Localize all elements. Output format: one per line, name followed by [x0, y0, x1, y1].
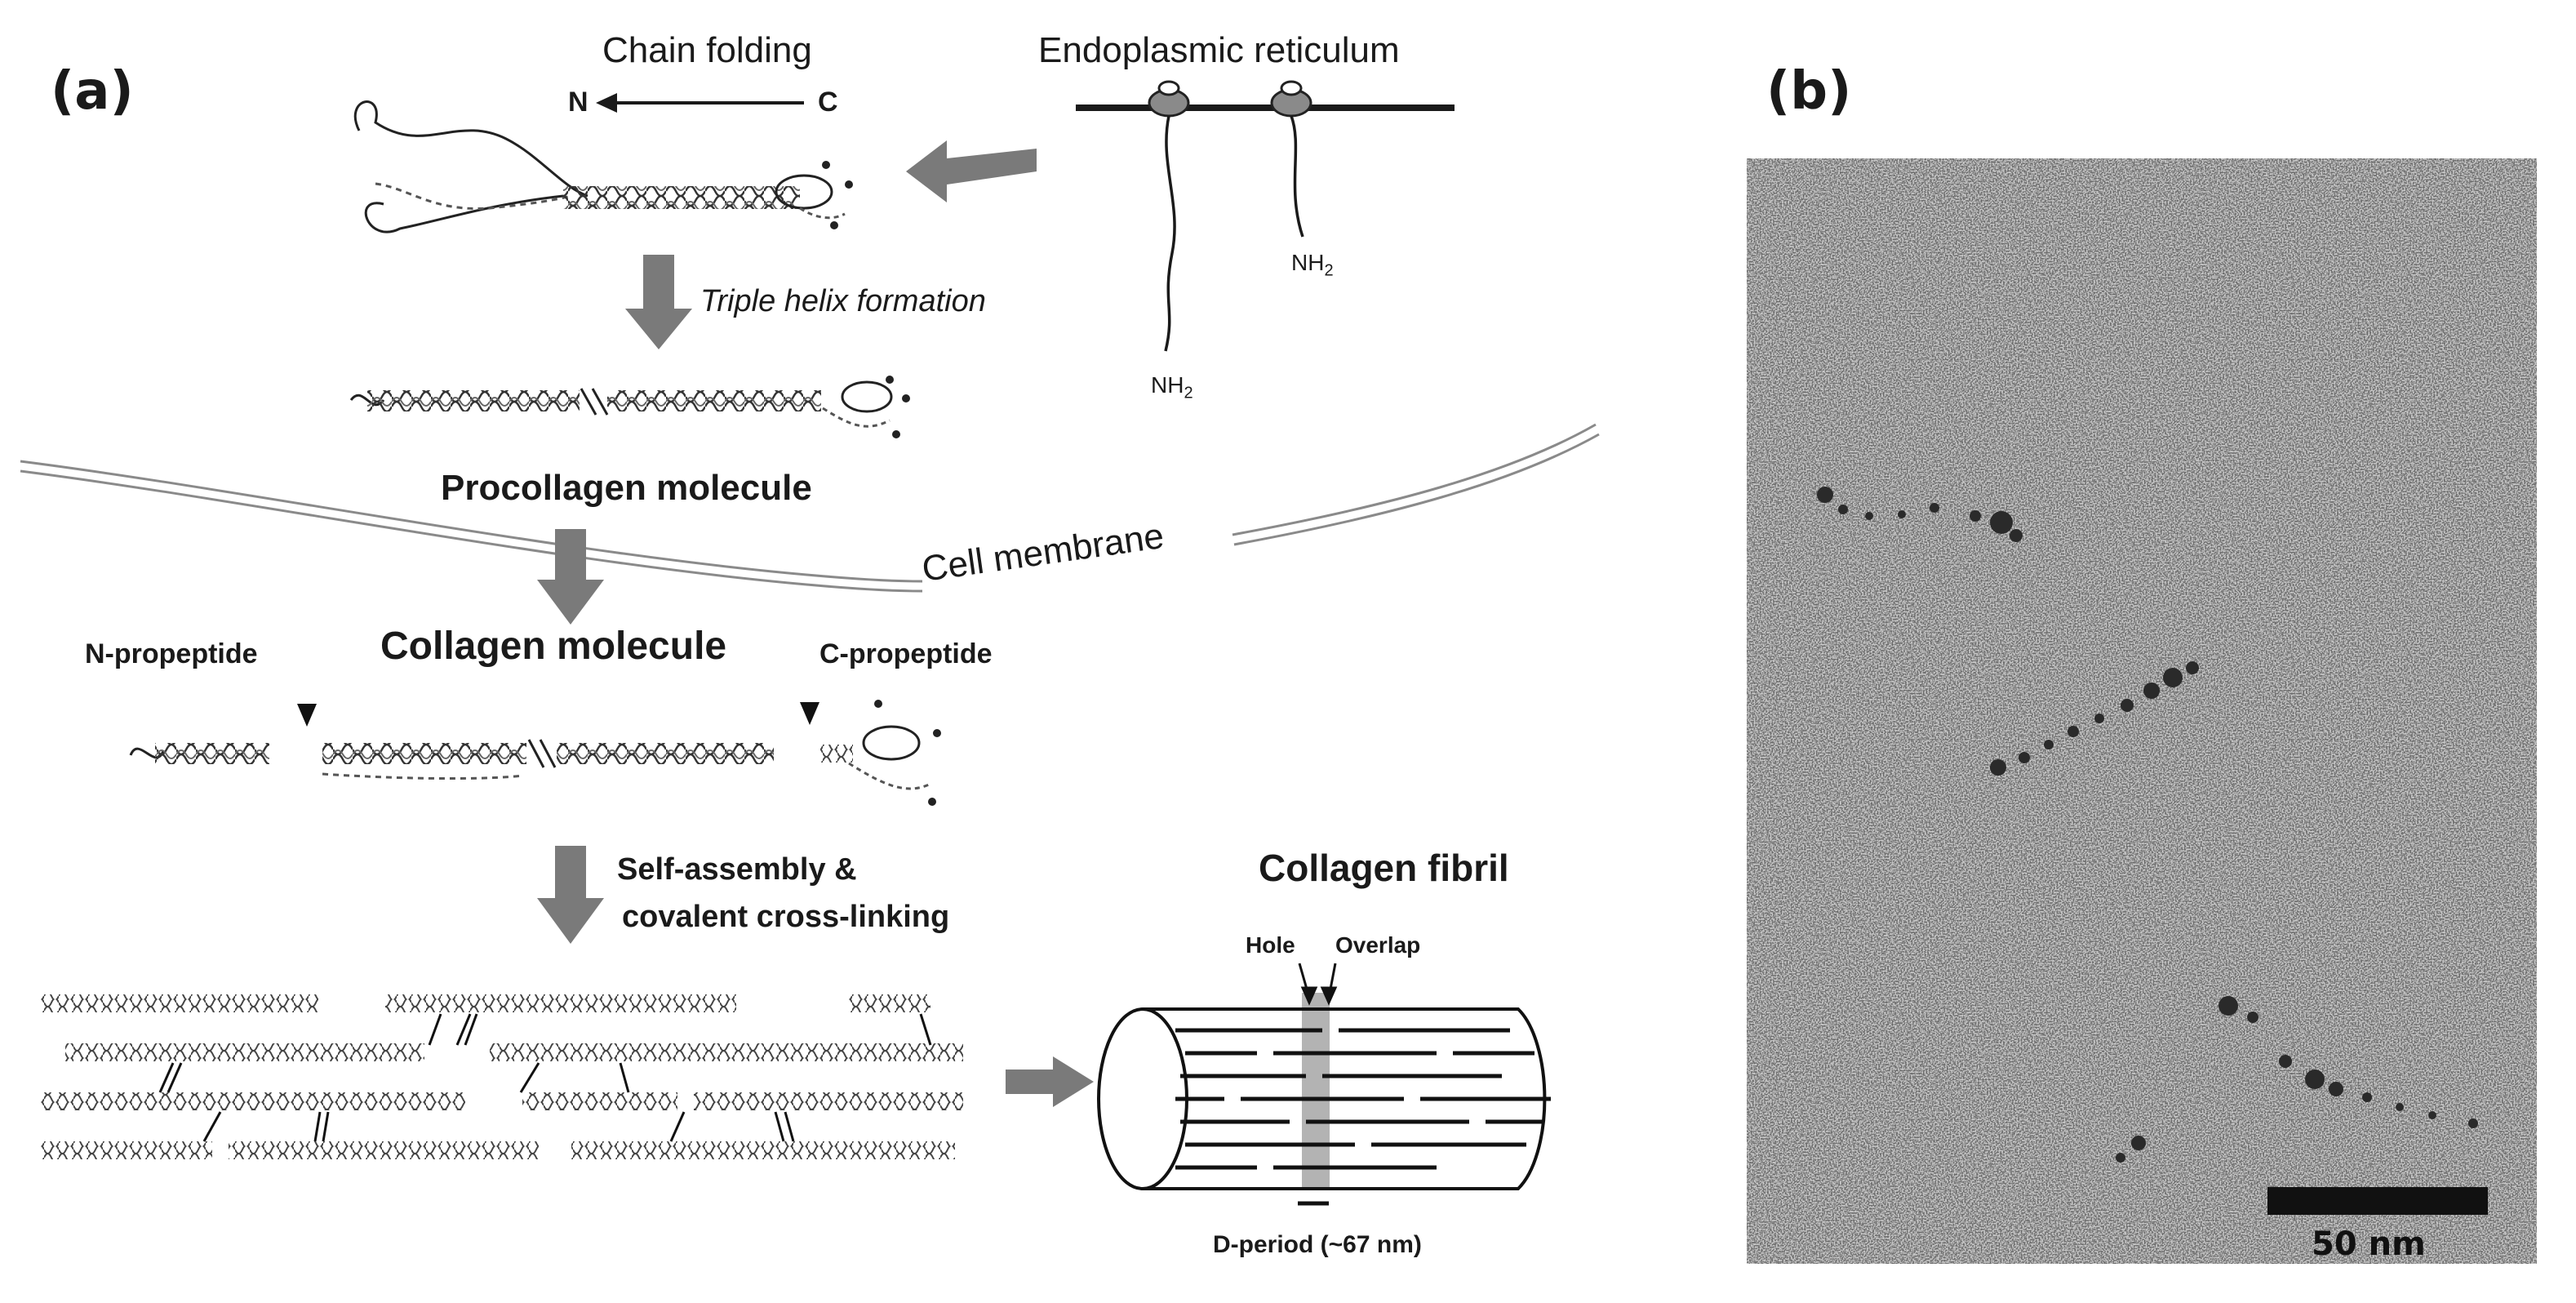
self-assembly-label-line1: Self-assembly &	[617, 852, 857, 887]
scale-bar	[2267, 1187, 2488, 1215]
chain-folding-label: Chain folding	[602, 30, 812, 70]
self-assembly-label-line2: covalent cross-linking	[622, 900, 950, 934]
cell-membrane-label: Cell membrane	[920, 516, 1166, 589]
d-period-label: D-period (~67 nm)	[1213, 1231, 1422, 1258]
c-terminus-label: C	[818, 87, 838, 118]
collagen-molecule-label: Collagen molecule	[380, 625, 727, 668]
chain-folding-graphic	[353, 100, 853, 233]
triple-helix-formation-label: Triple helix formation	[700, 284, 986, 318]
endoplasmic-reticulum-label: Endoplasmic reticulum	[1038, 30, 1400, 70]
panel-a: Cell membrane	[20, 80, 1600, 1206]
n-propeptide-label: N-propeptide	[85, 638, 258, 669]
scale-bar-label: 50 nm	[2312, 1225, 2426, 1263]
endoplasmic-reticulum-graphic	[1076, 80, 1455, 352]
assembled-molecules-graphic	[41, 994, 963, 1159]
cleavage-down-arrow	[537, 529, 604, 625]
self-assembly-down-arrow	[537, 846, 604, 944]
procollagen-molecule-label: Procollagen molecule	[441, 468, 812, 508]
c-propeptide-label: C-propeptide	[819, 638, 993, 669]
panel-a-label: (a)	[51, 61, 134, 122]
to-fibril-arrow	[1006, 1056, 1094, 1107]
hole-label: Hole	[1246, 932, 1295, 958]
n-c-direction-arrow	[596, 93, 804, 113]
panel-b	[1747, 158, 2537, 1264]
cell-membrane-graphic	[20, 423, 1600, 593]
panel-b-label: (b)	[1766, 61, 1852, 122]
nh2-label-long: NH2	[1151, 372, 1193, 402]
procollagen-graphic	[349, 376, 910, 438]
collagen-fibril-graphic	[1097, 963, 1551, 1206]
collagen-molecule-graphic	[129, 700, 941, 806]
stained-molecules	[1817, 487, 2478, 1163]
collagen-fibril-label: Collagen fibril	[1259, 847, 1509, 889]
n-terminus-label: N	[568, 87, 588, 118]
nh2-label-short: NH2	[1291, 250, 1334, 280]
triple-helix-down-arrow	[625, 255, 692, 349]
er-to-folding-arrow	[906, 140, 1037, 202]
overlap-label: Overlap	[1335, 932, 1421, 958]
